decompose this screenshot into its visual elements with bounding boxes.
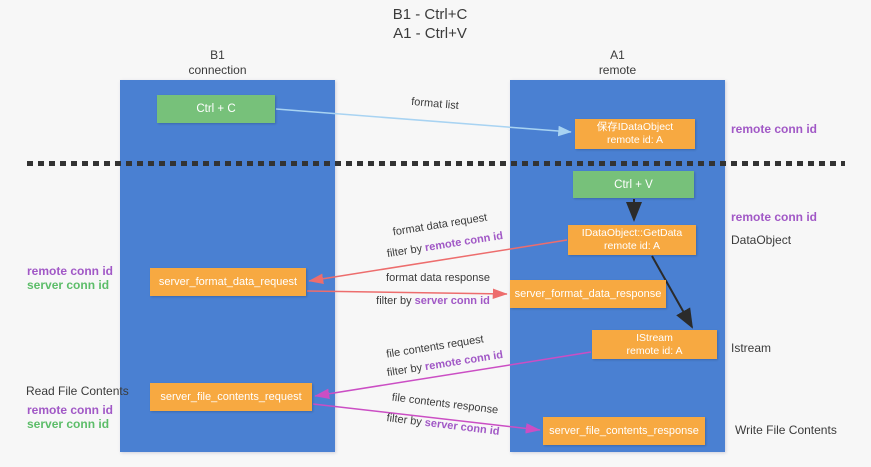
getdata-line1: IDataObject::GetData bbox=[581, 227, 683, 239]
diagram-title: B1 - Ctrl+C A1 - Ctrl+V bbox=[0, 5, 860, 43]
ctrl-c-box: Ctrl + C bbox=[157, 95, 275, 123]
format-data-response-label: format data response bbox=[386, 272, 490, 284]
save-dataobject-line1: 保存IDataObject bbox=[596, 121, 674, 133]
title-line-2: A1 - Ctrl+V bbox=[393, 25, 467, 42]
server-file-contents-response-box: server_file_contents_response bbox=[543, 417, 705, 445]
lane-header-a1: A1 remote bbox=[510, 48, 725, 78]
left-remote-conn-id-annotation-1: remote conn id bbox=[27, 264, 114, 278]
arrow-format-data-request bbox=[308, 239, 568, 284]
remote-conn-id-annotation-mid: remote conn id bbox=[731, 210, 818, 224]
filter-by-text: filter by bbox=[376, 295, 415, 307]
server-file-contents-request-box: server_file_contents_request bbox=[150, 383, 312, 411]
read-file-contents-annotation: Read File Contents bbox=[26, 384, 129, 398]
ctrl-v-label: Ctrl + V bbox=[614, 178, 653, 191]
ctrl-c-label: Ctrl + C bbox=[196, 103, 236, 115]
save-dataobject-box: 保存IDataObject remote id: A bbox=[575, 119, 695, 149]
left-remote-conn-id-annotation-2: remote conn id bbox=[27, 403, 114, 417]
arrow-getdata-to-istream bbox=[651, 255, 693, 329]
lane-header-b1: B1 connection bbox=[110, 48, 325, 78]
server-format-data-response-box: server_format_data_response bbox=[510, 280, 666, 308]
server-file-contents-response-label: server_file_contents_response bbox=[549, 425, 699, 437]
save-dataobject-line2: remote id: A bbox=[606, 134, 664, 146]
lane-b1-role: connection bbox=[188, 63, 247, 77]
istream-annotation: Istream bbox=[731, 341, 772, 355]
server-format-data-response-label: server_format_data_response bbox=[514, 288, 662, 300]
lane-a1-name: A1 bbox=[610, 48, 625, 62]
left-server-conn-id-annotation-1: server conn id bbox=[27, 278, 110, 292]
ctrl-v-box: Ctrl + V bbox=[573, 171, 694, 198]
left-server-conn-id-annotation-2: server conn id bbox=[27, 417, 110, 431]
getdata-line2: remote id: A bbox=[603, 240, 661, 252]
server-format-data-request-label: server_format_data_request bbox=[158, 276, 298, 288]
server-file-contents-request-label: server_file_contents_request bbox=[160, 391, 302, 403]
arrow-format-list bbox=[275, 108, 572, 137]
lane-a1-role: remote bbox=[598, 63, 637, 77]
istream-box: IStream remote id: A bbox=[592, 330, 717, 359]
machine-separator-dashed-line bbox=[27, 161, 845, 166]
title-line-1: B1 - Ctrl+C bbox=[392, 6, 468, 23]
format-data-response-filter-label: filter by server conn id bbox=[368, 295, 498, 307]
arrow-format-data-response bbox=[306, 288, 508, 300]
istream-line2: remote id: A bbox=[626, 344, 683, 357]
remote-conn-id-annotation-top: remote conn id bbox=[731, 122, 818, 136]
arrow-file-contents-response bbox=[312, 403, 541, 434]
getdata-box: IDataObject::GetData remote id: A bbox=[568, 225, 696, 255]
lane-b1-name: B1 bbox=[210, 48, 225, 62]
dataobject-annotation: DataObject bbox=[731, 233, 792, 247]
arrow-file-contents-request bbox=[314, 351, 592, 399]
server-conn-id-text: server conn id bbox=[414, 295, 490, 307]
write-file-contents-annotation: Write File Contents bbox=[735, 423, 837, 437]
server-format-data-request-box: server_format_data_request bbox=[150, 268, 306, 296]
istream-line1: IStream bbox=[636, 331, 673, 344]
